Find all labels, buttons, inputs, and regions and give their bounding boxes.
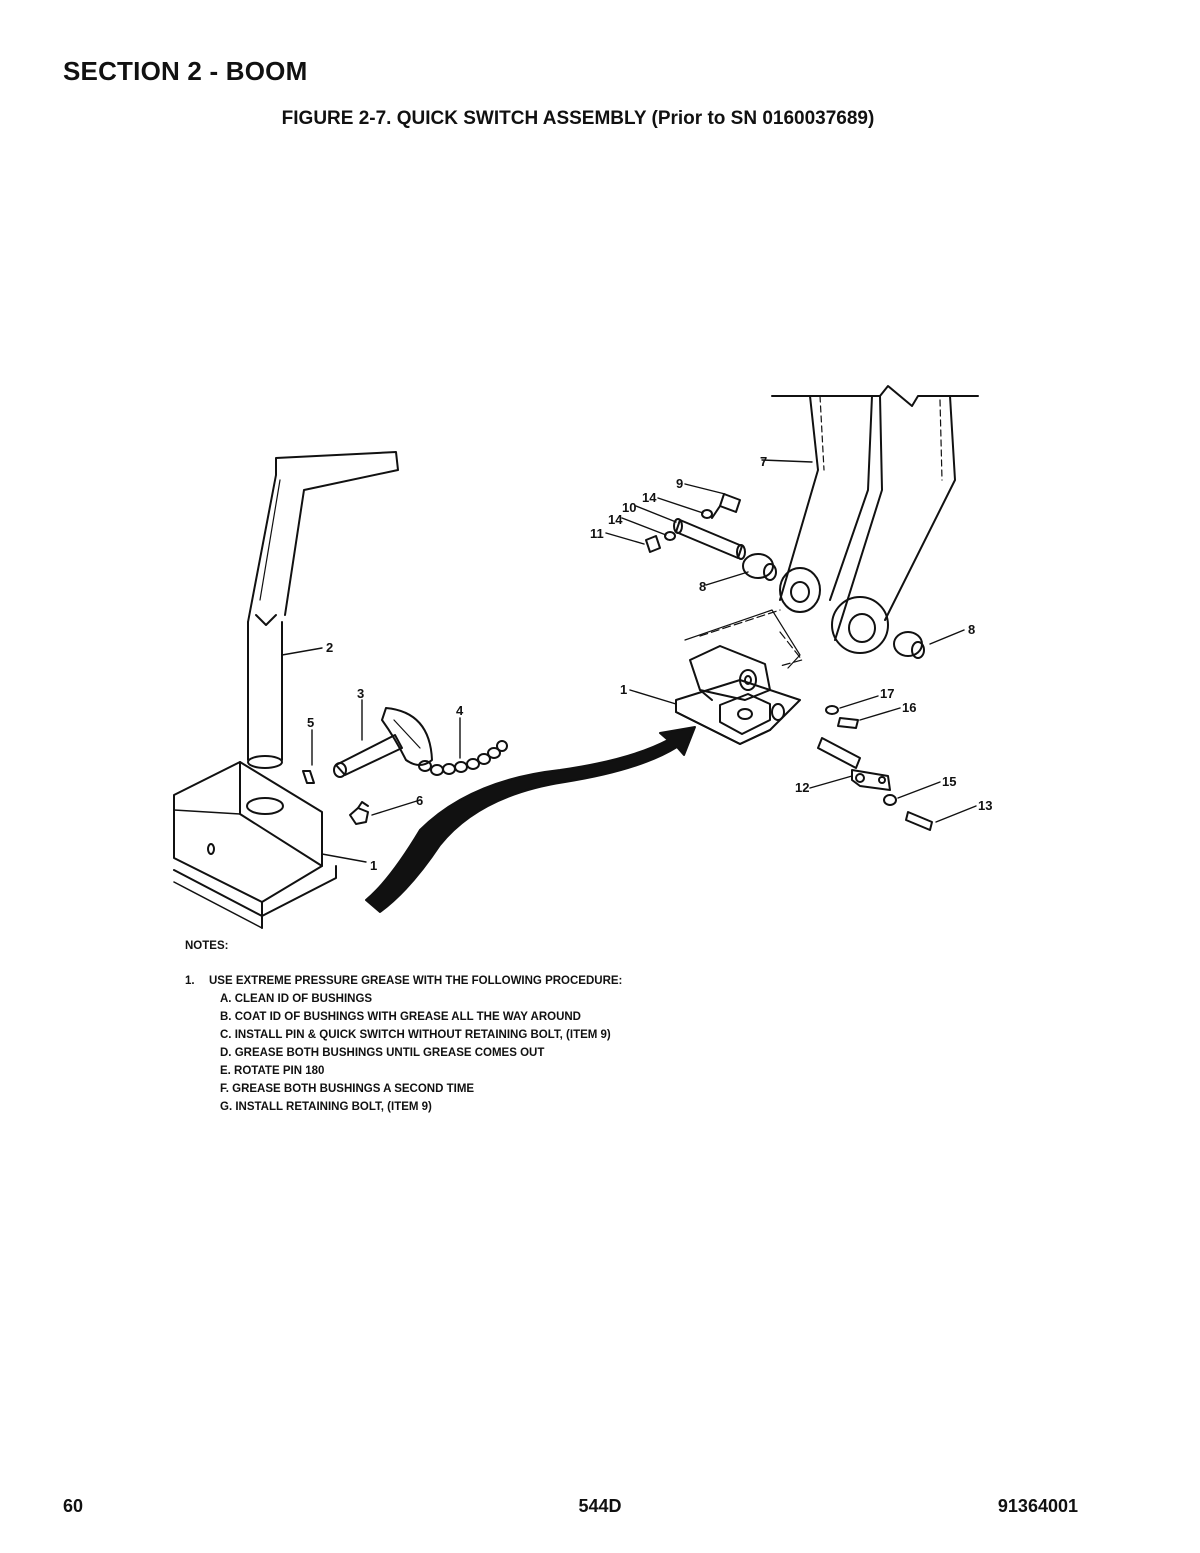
chain-part xyxy=(418,740,508,776)
callout-9: 9 xyxy=(676,476,683,491)
grease-fitting-part xyxy=(349,801,369,825)
notes-heading: NOTES: xyxy=(185,940,229,952)
model-number: 544D xyxy=(578,1496,622,1516)
callout-4: 4 xyxy=(456,703,464,718)
callout-3: 3 xyxy=(357,686,364,701)
callout-8-left: 8 xyxy=(699,579,706,594)
note-step-1: 1. USE EXTREME PRESSURE GREASE WITH THE F… xyxy=(185,972,622,990)
callout-12: 12 xyxy=(795,780,809,795)
note-substep-b: B. COAT ID OF BUSHINGS WITH GREASE ALL T… xyxy=(220,1011,581,1023)
assembly-arrow xyxy=(365,726,696,913)
note-step-text: USE EXTREME PRESSURE GREASE WITH THE FOL… xyxy=(209,975,623,987)
leader-lines xyxy=(281,459,977,863)
callout-7: 7 xyxy=(760,454,767,469)
callout-14-lower: 14 xyxy=(608,512,623,527)
callout-13: 13 xyxy=(978,798,992,813)
callout-16: 16 xyxy=(902,700,916,715)
callout-8-right: 8 xyxy=(968,622,975,637)
callout-6: 6 xyxy=(416,793,423,808)
quick-switch-part xyxy=(675,609,801,745)
note-step-number: 1. xyxy=(185,975,195,987)
retainer-plate-part xyxy=(817,705,933,831)
notes-section: NOTES: 1. USE EXTREME PRESSURE GREASE WIT… xyxy=(185,937,622,1116)
handle-pin-part xyxy=(247,451,399,769)
boom-outline xyxy=(699,609,803,667)
section-title: SECTION 2 - BOOM xyxy=(63,56,308,86)
page-number: 60 xyxy=(63,1496,84,1516)
callout-15: 15 xyxy=(942,774,956,789)
note-substep-e: E. ROTATE PIN 180 xyxy=(220,1065,325,1077)
callout-1-left: 1 xyxy=(370,858,377,873)
callout-14-top: 14 xyxy=(642,490,657,505)
callout-17: 17 xyxy=(880,686,894,701)
roll-pin-part xyxy=(302,770,315,784)
lock-pin-part xyxy=(333,707,433,778)
callout-2: 2 xyxy=(326,640,333,655)
figure-title: FIGURE 2-7. QUICK SWITCH ASSEMBLY (Prior… xyxy=(281,108,875,129)
callout-10: 10 xyxy=(622,500,636,515)
bushing-part xyxy=(742,553,925,659)
note-substep-f: F. GREASE BOTH BUSHINGS A SECOND TIME xyxy=(220,1083,475,1095)
part-number: 91364001 xyxy=(997,1496,1078,1516)
callout-numbers: 2 3 5 4 6 1 7 9 14 10 14 11 8 8 1 17 16 … xyxy=(307,454,992,873)
callout-5: 5 xyxy=(307,715,314,730)
pivot-pin-part xyxy=(645,493,746,560)
callout-11: 11 xyxy=(590,526,604,541)
note-substep-g: G. INSTALL RETAINING BOLT, (ITEM 9) xyxy=(220,1101,432,1113)
note-substep-a: A. CLEAN ID OF BUSHINGS xyxy=(220,993,373,1005)
note-substep-c: C. INSTALL PIN & QUICK SWITCH WITHOUT RE… xyxy=(220,1029,611,1041)
note-substep-d: D. GREASE BOTH BUSHINGS UNTIL GREASE COM… xyxy=(220,1047,545,1059)
boom-arm-part xyxy=(771,385,979,654)
callout-1-right: 1 xyxy=(620,682,627,697)
base-block-part xyxy=(173,761,337,929)
